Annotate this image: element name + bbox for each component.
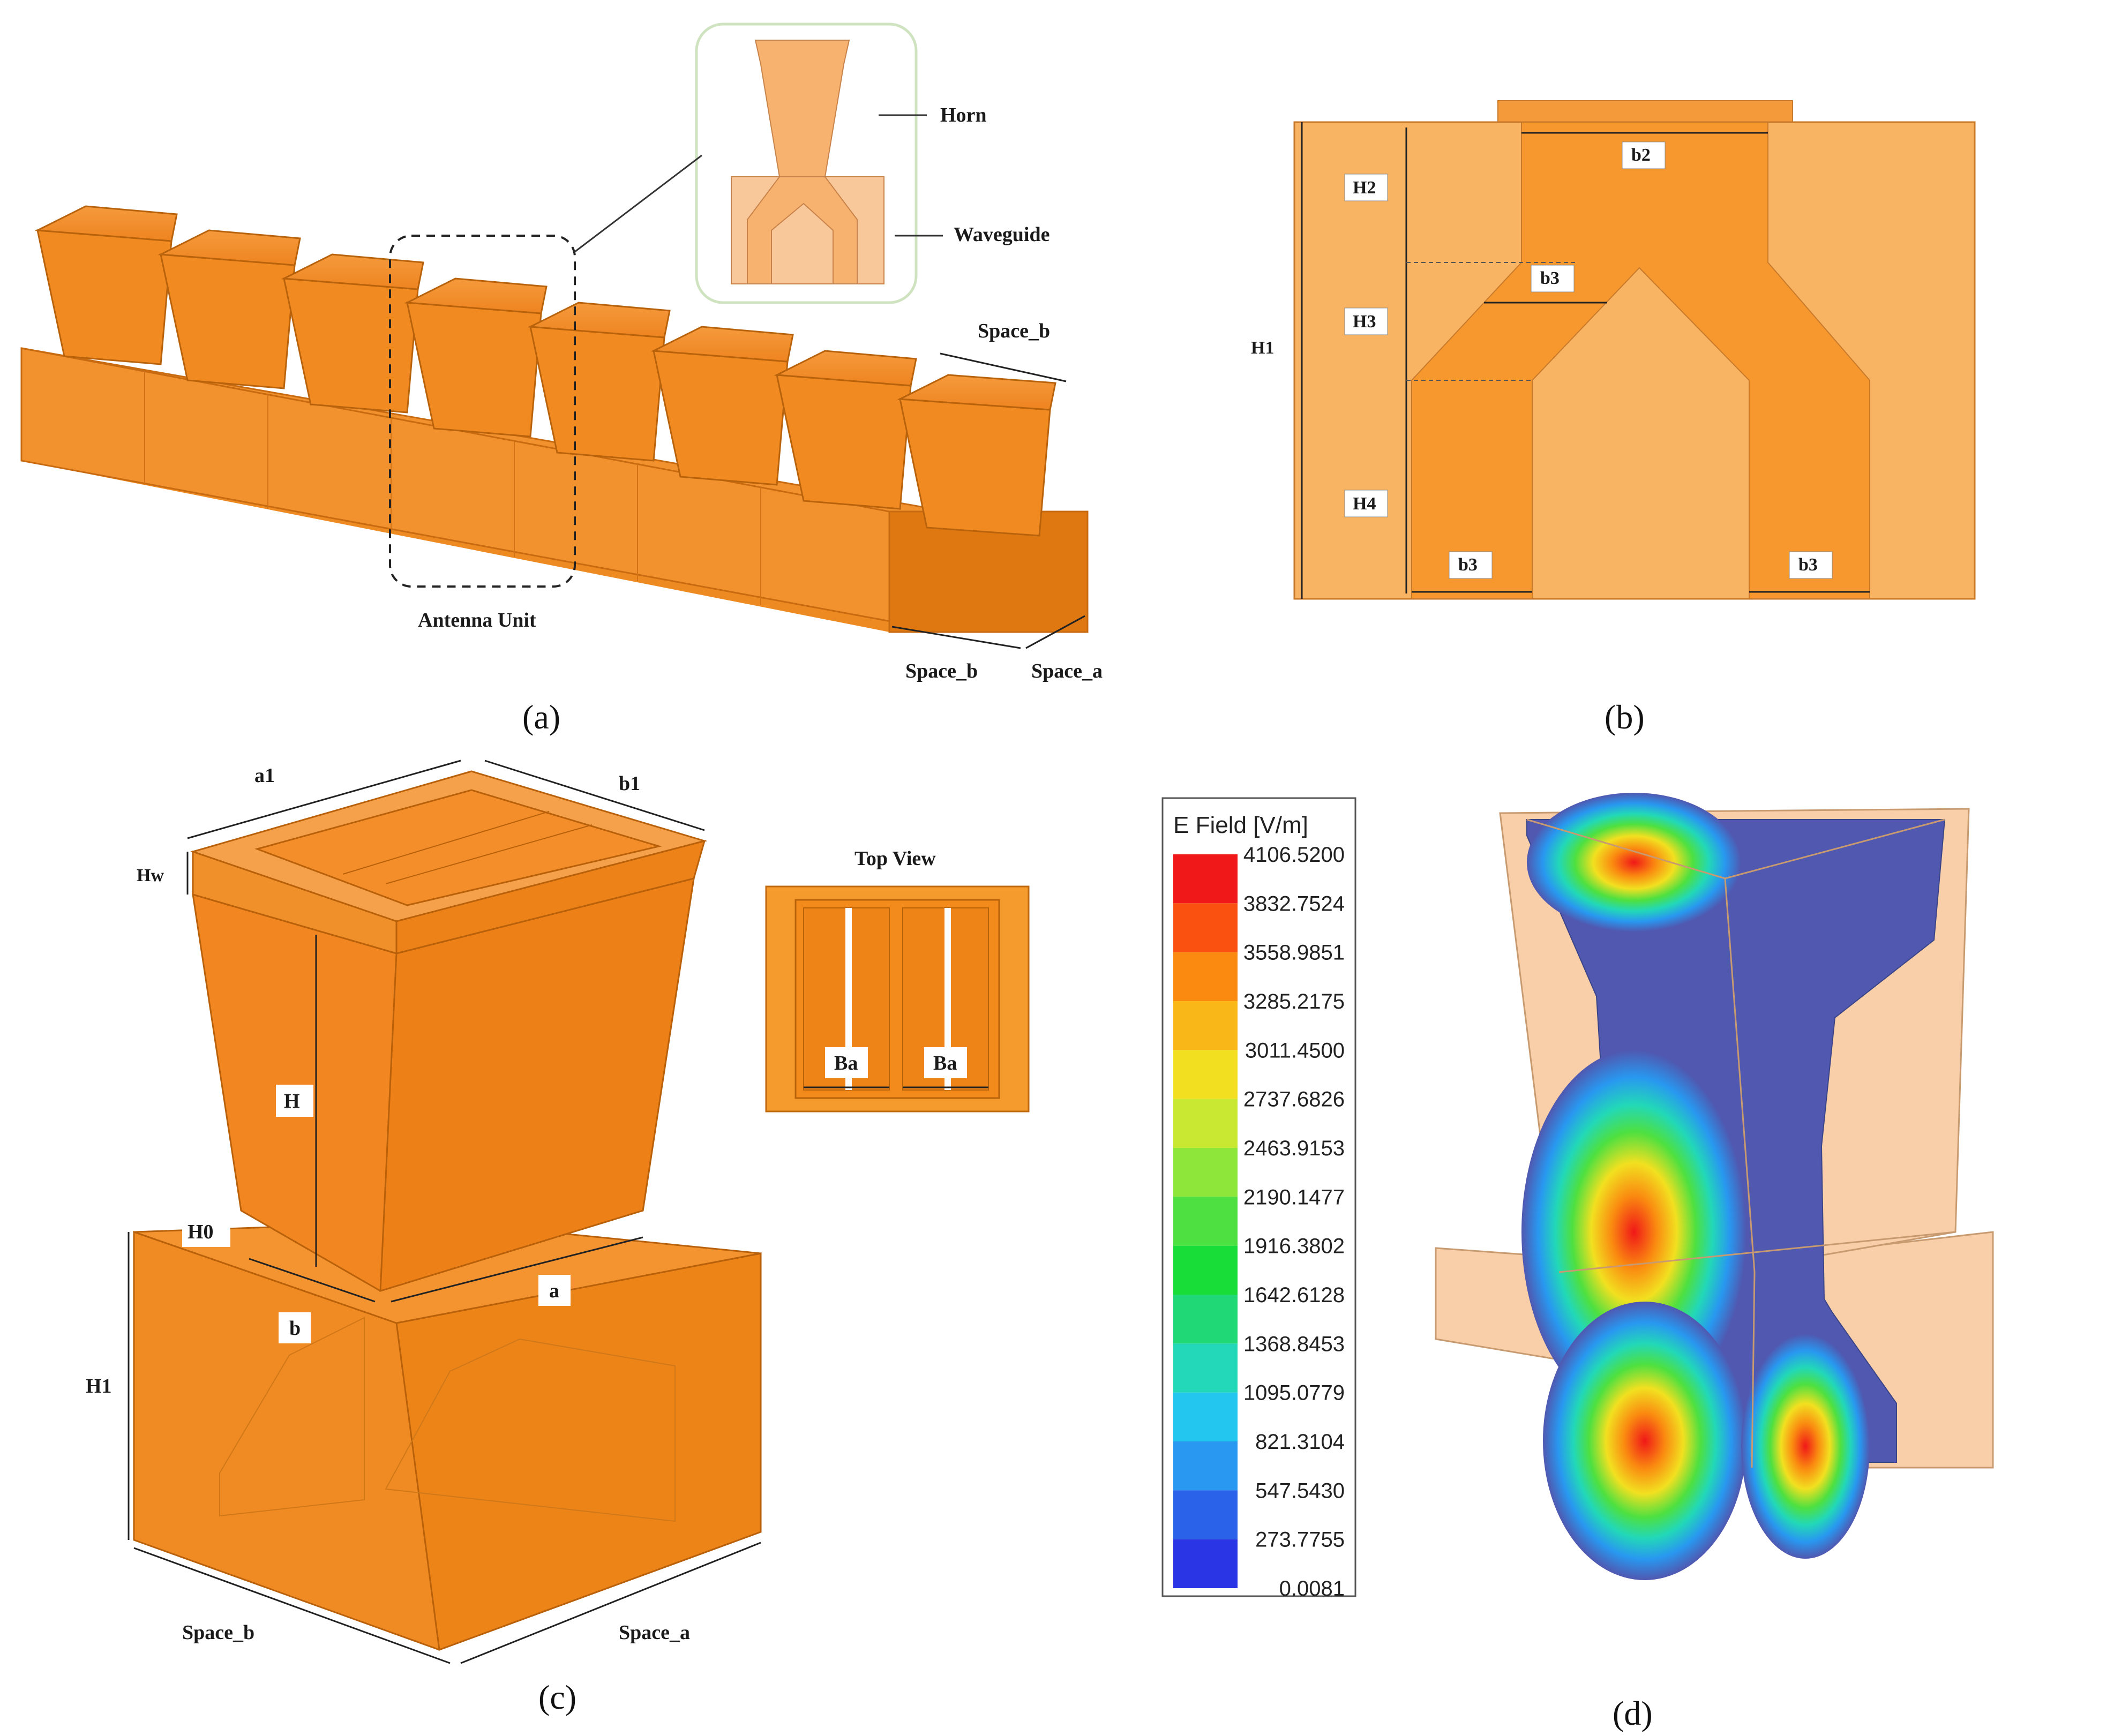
dim-a: a bbox=[549, 1280, 559, 1302]
legend-swatch bbox=[1173, 1441, 1238, 1491]
legend-swatch bbox=[1173, 1539, 1238, 1588]
panel-c: a1 b1 Hw H H0 a b H1 Space_b Space_a Top… bbox=[64, 739, 1082, 1736]
legend-value: 3011.4500 bbox=[1245, 1039, 1345, 1062]
space-b-bottom-label: Space_b bbox=[905, 660, 978, 682]
legend-swatch bbox=[1173, 1197, 1238, 1246]
dim-b3-mid: b3 bbox=[1540, 268, 1560, 288]
top-view bbox=[765, 885, 1030, 1113]
top-view-title: Top View bbox=[854, 847, 936, 870]
dim-h2: H2 bbox=[1353, 178, 1376, 198]
dim-h: H bbox=[284, 1090, 300, 1113]
antenna-unit-highlight bbox=[389, 235, 576, 588]
legend-swatch bbox=[1173, 1099, 1238, 1148]
unit-waveguide-box bbox=[133, 1220, 762, 1651]
field-model bbox=[1435, 793, 1994, 1580]
dim-space-b-c: Space_b bbox=[182, 1621, 254, 1644]
legend-value: 1095.0779 bbox=[1243, 1381, 1345, 1405]
legend-value: 821.3104 bbox=[1255, 1430, 1345, 1454]
e-field-legend: E Field [V/m] 4106.5200 3832.7524 3558.985… bbox=[1161, 797, 1356, 1600]
legend-swatch bbox=[1173, 1392, 1238, 1441]
legend-swatch bbox=[1173, 1148, 1238, 1197]
legend-value: 2737.6826 bbox=[1243, 1088, 1345, 1111]
legend-swatch bbox=[1173, 1295, 1238, 1344]
legend-swatch bbox=[1173, 1001, 1238, 1050]
panel-a: Horn Waveguide Antenna Unit Space_b Spac… bbox=[0, 0, 1125, 739]
legend-value: 1642.6128 bbox=[1243, 1283, 1345, 1307]
unit-inset bbox=[695, 22, 918, 304]
dim-b2: b2 bbox=[1631, 145, 1651, 165]
legend-value: 1368.8453 bbox=[1243, 1332, 1345, 1356]
legend-swatch bbox=[1173, 1343, 1238, 1393]
dim-space-a-c: Space_a bbox=[619, 1621, 690, 1644]
legend-swatch bbox=[1173, 1490, 1238, 1539]
waveguide-label: Waveguide bbox=[954, 223, 1049, 246]
caption-b: (b) bbox=[1605, 698, 1645, 736]
space-b-top-label: Space_b bbox=[978, 320, 1050, 342]
waveguide-array-base bbox=[20, 347, 1089, 633]
panel-d: E Field [V/m] 4106.5200 3832.7524 3558.985… bbox=[1152, 771, 2114, 1736]
dim-h0: H0 bbox=[188, 1221, 214, 1243]
dim-h1: H1 bbox=[1251, 338, 1274, 358]
legend-swatch bbox=[1173, 903, 1238, 952]
dim-hw: Hw bbox=[137, 866, 164, 885]
horn-array bbox=[34, 205, 1056, 537]
dim-b1: b1 bbox=[619, 772, 640, 795]
y-junction bbox=[1411, 122, 1870, 599]
legend-value: 0.0081 bbox=[1279, 1577, 1345, 1600]
legend-value: 2190.1477 bbox=[1243, 1185, 1345, 1209]
space-a-label: Space_a bbox=[1031, 660, 1103, 682]
legend-value: 547.5430 bbox=[1255, 1479, 1345, 1502]
dim-b3-right: b3 bbox=[1798, 555, 1818, 575]
legend-swatch bbox=[1173, 1050, 1238, 1099]
legend-value: 4106.5200 bbox=[1243, 843, 1345, 867]
unit-horn bbox=[190, 770, 708, 1292]
legend-value: 3285.2175 bbox=[1243, 990, 1345, 1013]
dim-a1: a1 bbox=[254, 764, 275, 787]
legend-value: 2463.9153 bbox=[1243, 1137, 1345, 1160]
dim-ba-left: Ba bbox=[834, 1052, 858, 1074]
dim-ba-right: Ba bbox=[933, 1052, 957, 1074]
legend-value: 273.7755 bbox=[1255, 1528, 1345, 1552]
legend-value: 3558.9851 bbox=[1243, 941, 1345, 965]
legend-swatch bbox=[1173, 854, 1238, 904]
caption-a: (a) bbox=[522, 698, 560, 736]
legend-title: E Field [V/m] bbox=[1173, 812, 1308, 838]
caption-d: (d) bbox=[1613, 1694, 1653, 1732]
antenna-unit-label: Antenna Unit bbox=[418, 609, 536, 632]
horn-label: Horn bbox=[940, 104, 987, 126]
dim-h3: H3 bbox=[1353, 312, 1376, 332]
dim-b3-left: b3 bbox=[1458, 555, 1478, 575]
panel-b: H1 H2 H3 H4 b2 b3 b3 b3 (b) bbox=[1232, 80, 2036, 739]
dim-b: b bbox=[289, 1317, 301, 1340]
legend-swatch bbox=[1173, 952, 1238, 1001]
legend-value: 1916.3802 bbox=[1243, 1235, 1345, 1258]
legend-value: 3832.7524 bbox=[1243, 892, 1345, 915]
legend-swatch bbox=[1173, 1245, 1238, 1295]
dim-h1-c: H1 bbox=[86, 1375, 112, 1397]
dim-h4: H4 bbox=[1353, 494, 1376, 514]
waveguide-port bbox=[1497, 100, 1793, 123]
caption-c: (c) bbox=[538, 1678, 576, 1716]
